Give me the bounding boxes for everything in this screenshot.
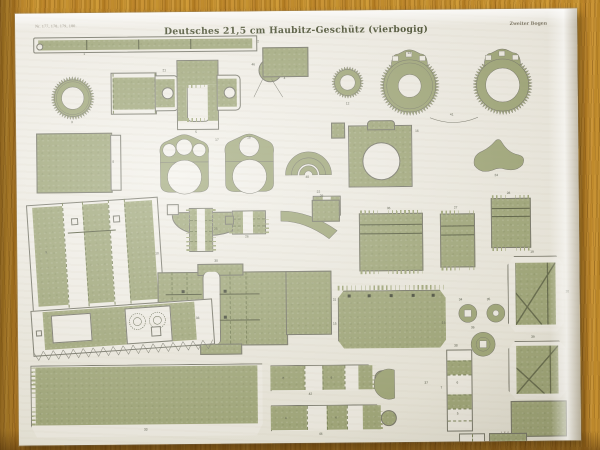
part-label: 2 bbox=[257, 39, 260, 44]
part-arc-band-set bbox=[282, 135, 334, 181]
part-label: 26 bbox=[245, 234, 249, 239]
part-label: 36 bbox=[470, 325, 475, 330]
part-ground-mat: 33 bbox=[30, 363, 263, 437]
part-road-wheel-right bbox=[470, 47, 535, 118]
part-label: 10 bbox=[155, 251, 159, 256]
part-shield-plate bbox=[337, 284, 447, 349]
part-label: 16 bbox=[441, 320, 446, 325]
part-label: 3 bbox=[70, 120, 73, 125]
part-label: 21 bbox=[162, 68, 167, 73]
part-label: 1 bbox=[83, 52, 86, 57]
part-label: 31 bbox=[332, 297, 337, 302]
part-label: 24 bbox=[494, 173, 499, 178]
part-wheel-hub-a bbox=[458, 303, 478, 323]
part-label: 46 bbox=[251, 62, 256, 67]
part-label: 33 bbox=[143, 427, 148, 432]
part-cradle-box bbox=[110, 72, 157, 115]
part-label: 18 bbox=[247, 135, 251, 140]
part-label: 36 bbox=[386, 206, 391, 211]
part-toothed-ring-small bbox=[330, 65, 364, 99]
part-axle-tube-lower: 4 4 bbox=[271, 404, 397, 435]
part-road-wheel-left bbox=[377, 48, 442, 119]
part-crate-lid bbox=[311, 199, 340, 222]
part-axle-tube-upper: 8 9 bbox=[270, 364, 391, 395]
part-strut-column: 6 5 bbox=[446, 349, 473, 432]
paper-model-sheet: Nr. 177, 178, 179, 180. Deutsches 21,5 c… bbox=[14, 8, 582, 446]
part-label: 25 bbox=[213, 226, 218, 231]
part-label: 28 bbox=[506, 190, 511, 195]
part-label: 35 bbox=[486, 297, 491, 302]
part-trail-plate bbox=[36, 132, 113, 194]
part-ammunition-box bbox=[439, 210, 476, 271]
part-label: 12 bbox=[345, 101, 350, 106]
part-half-disc bbox=[373, 368, 424, 400]
part-curved-brace bbox=[279, 207, 341, 242]
part-limber-wall bbox=[285, 270, 333, 336]
part-cradle-flap-right bbox=[216, 74, 241, 111]
part-label: 17 bbox=[215, 137, 219, 142]
part-label: 42 bbox=[308, 391, 313, 396]
part-wheel-hub-c-panel bbox=[358, 209, 424, 275]
part-label: 39 bbox=[531, 334, 535, 339]
breech-disc-legs bbox=[253, 79, 283, 98]
part-crate-body bbox=[490, 194, 532, 252]
part-label: 9 bbox=[45, 250, 48, 255]
part-label: 33 bbox=[195, 315, 200, 320]
part-wheel-hub-c bbox=[470, 331, 496, 357]
part-label: 27 bbox=[453, 205, 458, 210]
roller-tab bbox=[224, 215, 234, 225]
part-label: 15 bbox=[332, 321, 337, 326]
part-wheel-hub-b bbox=[486, 303, 506, 323]
part-roller-drum-small bbox=[228, 210, 270, 235]
part-label: 48 bbox=[305, 174, 310, 179]
part-label: 30 bbox=[214, 258, 218, 263]
part-roller-drum bbox=[185, 207, 217, 253]
wheel-connector bbox=[429, 117, 479, 123]
part-label: 37 bbox=[424, 380, 429, 385]
part-breech-ring bbox=[331, 122, 346, 139]
part-muzzle-cap bbox=[262, 46, 309, 78]
part-label: 29 bbox=[319, 193, 324, 198]
part-label: 7 bbox=[440, 385, 443, 390]
part-cam-plate bbox=[468, 137, 528, 176]
part-recoil-sleeve bbox=[176, 59, 220, 131]
part-yoke-left bbox=[156, 132, 213, 195]
part-label: 41 bbox=[449, 112, 454, 117]
part-label: 16 bbox=[415, 128, 419, 133]
part-label: 4 bbox=[283, 76, 286, 81]
part-sight-bracket bbox=[166, 204, 179, 216]
part-label: 34 bbox=[458, 297, 463, 302]
part-base-panel-group bbox=[30, 298, 216, 363]
part-label: 38 bbox=[454, 343, 458, 348]
part-label: 13 bbox=[407, 50, 411, 55]
part-cradle-flap-left bbox=[154, 75, 179, 112]
part-label: 8 bbox=[112, 159, 115, 164]
part-toothed-ring-large bbox=[50, 75, 96, 121]
part-barrel-strip bbox=[33, 35, 258, 54]
part-yoke-right bbox=[221, 131, 278, 194]
part-label: 19 bbox=[530, 249, 534, 254]
part-bracket-top bbox=[348, 120, 413, 188]
sheet-right-curl bbox=[546, 8, 582, 441]
part-label: 44 bbox=[318, 431, 323, 436]
